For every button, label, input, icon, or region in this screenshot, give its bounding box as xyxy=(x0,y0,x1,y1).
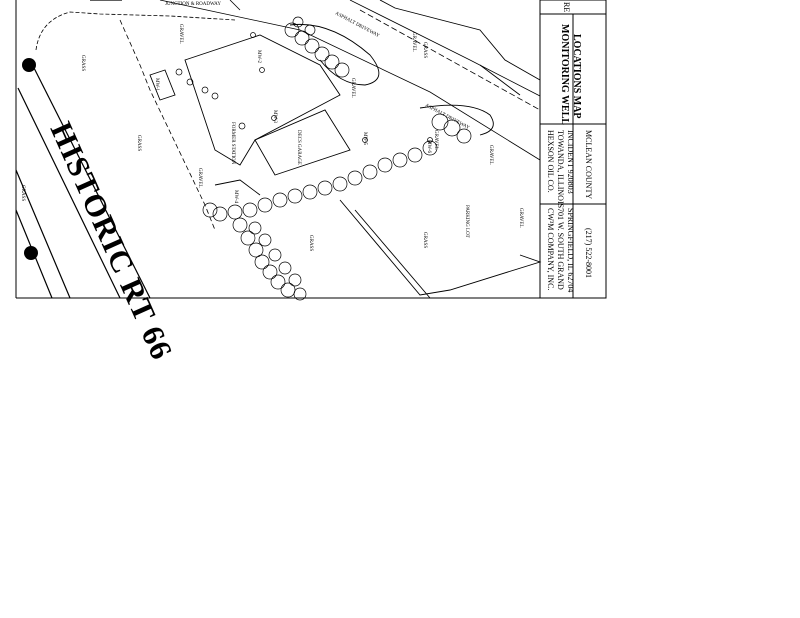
asphalt-driveway-loop xyxy=(289,0,541,136)
drawing-title-line-2: LOCATIONS MAP xyxy=(571,34,582,119)
label-mw-1: MW-1 xyxy=(154,78,159,92)
label-grass-4: GRASS xyxy=(308,235,313,251)
monitoring-well-markers xyxy=(175,32,433,143)
client-incident: INCIDENT 920803 xyxy=(566,130,575,194)
title-block xyxy=(539,0,607,299)
label-mw-6: MW-6 xyxy=(426,140,431,154)
company-name: CW³M COMPANY, INC. xyxy=(546,208,555,290)
title-block-text: CW³M COMPANY, INC. 701 W. SOUTH GRAND SP… xyxy=(546,2,593,292)
label-building-2: DECS GARAGE xyxy=(296,130,301,165)
label-building-1: FORMER STATION xyxy=(230,122,235,165)
client-location: TOWANDA, ILLINOIS xyxy=(556,130,565,208)
drawing-title-line-1: MONITORING WELL xyxy=(559,24,570,125)
client-name: HEXSON OIL CO. xyxy=(546,130,555,193)
title-block-corner: RE xyxy=(562,2,571,12)
client-county: MCLEAN COUNTY xyxy=(584,130,593,199)
building-outlines xyxy=(149,34,542,299)
label-gravel-6: GRAVEL xyxy=(488,145,493,165)
label-mw-5: MW-5 xyxy=(362,132,367,146)
label-grass-1: GRASS xyxy=(80,55,85,71)
label-grass-2: GRASS xyxy=(136,135,141,151)
label-gravel-7: GRAVEL xyxy=(518,208,523,228)
label-asphalt-driveway-2: ASPHALT DRIVEWAY xyxy=(424,103,470,131)
label-gravel-3: GRAVEL xyxy=(350,78,355,98)
label-mw-3: MW-3 xyxy=(272,110,277,124)
label-grass-5: GRASS xyxy=(422,232,427,248)
label-parking-lot: PARKING LOT xyxy=(464,205,469,238)
edge-marker-dot xyxy=(22,58,36,72)
shrub-line xyxy=(202,16,472,301)
label-gravel-5: GRAVEL xyxy=(433,130,438,150)
company-city: SPRINGFIELD, IL 62704 xyxy=(566,208,575,292)
label-gravel-4: GRAVEL xyxy=(411,32,416,52)
edge-marker-dots xyxy=(22,58,38,260)
label-gravel-2: GRAVEL xyxy=(197,168,202,188)
label-gravel-1: GRAVEL xyxy=(178,24,183,44)
property-boundary xyxy=(35,0,541,231)
label-grass-6: GRASS xyxy=(422,42,427,58)
map-frame xyxy=(15,0,605,299)
company-phone: (217) 522-8001 xyxy=(584,228,593,278)
edge-marker-dot xyxy=(24,246,38,260)
label-grass-3: GRASS xyxy=(20,185,25,201)
company-address: 701 W. SOUTH GRAND xyxy=(556,208,565,290)
label-top: JUNCTION & ROADWAY xyxy=(165,2,221,7)
label-mw-2: MW-2 xyxy=(256,50,261,64)
road-name-historic-rt-66: HISTORIC RT 66 xyxy=(44,117,180,365)
label-mw-4: MW-4 xyxy=(233,190,238,204)
